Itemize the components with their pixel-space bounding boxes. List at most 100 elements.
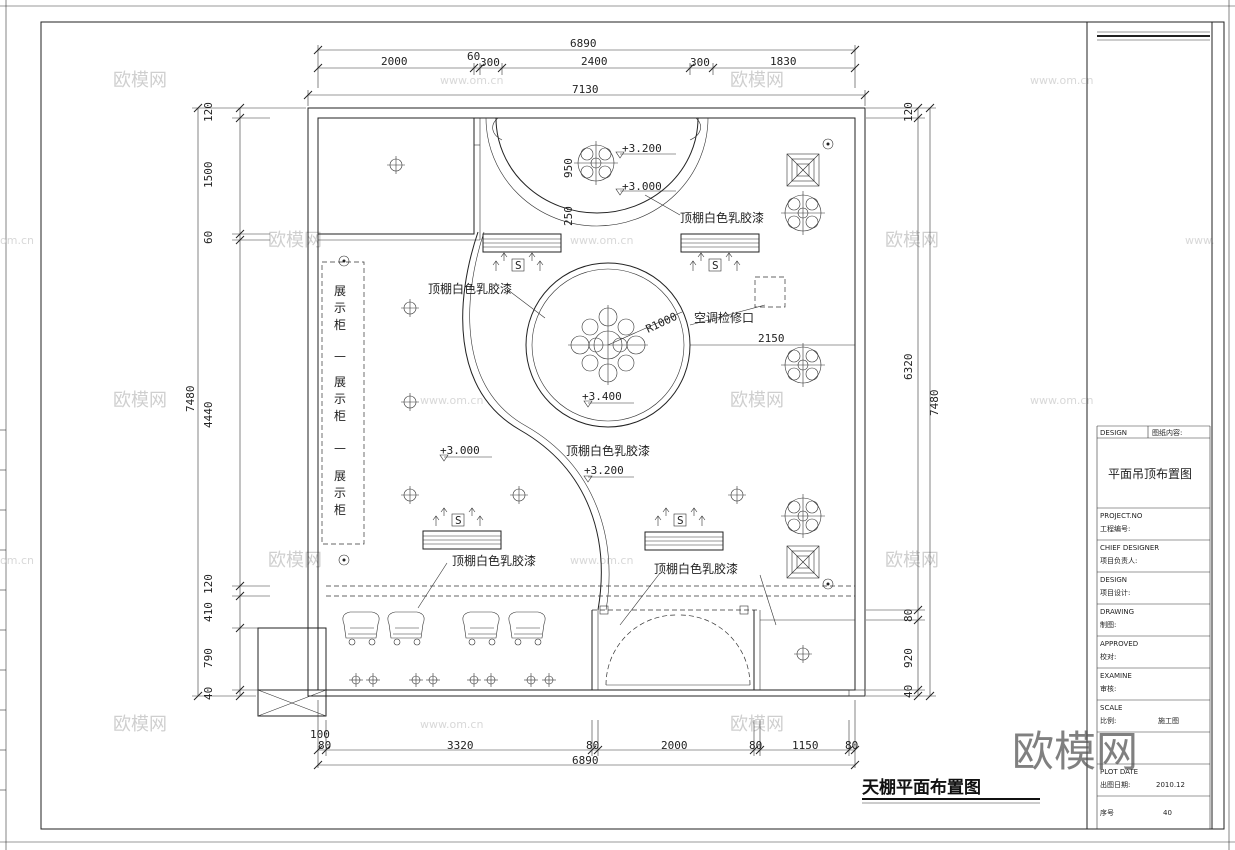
svg-text:www.: www.: [1185, 234, 1214, 247]
svg-text:www.om.cn: www.om.cn: [570, 554, 633, 567]
svg-text:制图:: 制图:: [1100, 620, 1116, 629]
display-cabinet-labels: 展 示 柜 — 展 示 柜 — 展 示 柜: [334, 284, 346, 517]
svg-text:DESIGN: DESIGN: [1100, 576, 1127, 584]
cabinet-char-2: 示: [334, 301, 346, 315]
dim-right-total: 7480: [928, 390, 941, 417]
svg-text:欧模网: 欧模网: [113, 70, 167, 91]
ceiling-paint-label-3: 顶棚白色乳胶漆: [566, 443, 650, 458]
svg-text:欧模网: 欧模网: [885, 550, 939, 571]
watermark-logo: 欧模网: [1012, 727, 1138, 776]
svg-text:www.om.cn: www.om.cn: [420, 718, 483, 731]
elev-3400: +3.400: [582, 390, 622, 403]
ceiling-paint-label-2: 顶棚白色乳胶漆: [428, 281, 512, 296]
svg-text:www.om.cn: www.om.cn: [440, 74, 503, 87]
cabinet-char-9: 柜: [334, 503, 346, 517]
svg-text:工程编号:: 工程编号:: [1100, 524, 1130, 533]
drawing-title: 天棚平面布置图: [862, 777, 981, 798]
dim-950: 950: [562, 158, 575, 178]
dim-right-seg-4: 40: [902, 685, 915, 698]
svg-text:SCALE: SCALE: [1100, 704, 1122, 712]
svg-text:CHIEF DESIGNER: CHIEF DESIGNER: [1100, 544, 1159, 552]
dim-top-seg-2: 300: [480, 56, 500, 69]
svg-text:www.om.cn: www.om.cn: [1030, 74, 1093, 87]
svg-text:比例:: 比例:: [1100, 716, 1116, 725]
svg-text:欧模网: 欧模网: [730, 714, 784, 735]
radius-label: R1000: [644, 310, 680, 336]
cabinet-char-4: 展: [334, 375, 346, 389]
dim-top-outer: 7130: [572, 83, 599, 96]
dim-top-seg-0: 2000: [381, 55, 408, 68]
svg-text:EXAMINE: EXAMINE: [1100, 672, 1132, 680]
cabinet-dash-2: —: [334, 441, 346, 455]
dim-2150: 2150: [758, 332, 785, 345]
svg-text:欧模网: 欧模网: [113, 714, 167, 735]
svg-text:审核:: 审核:: [1100, 684, 1116, 693]
svg-text:欧模网: 欧模网: [268, 550, 322, 571]
svg-text:www.om.cn: www.om.cn: [570, 234, 633, 247]
svg-text:校对:: 校对:: [1100, 652, 1116, 661]
dim-bottom-seg-5: 80: [749, 739, 762, 752]
dim-bottom-total: 6890: [572, 754, 599, 767]
svg-text:om.cn: om.cn: [0, 234, 34, 247]
dim-right-seg-1: 6320: [902, 354, 915, 381]
svg-text:欧模网: 欧模网: [268, 230, 322, 251]
svg-text:www.om.cn: www.om.cn: [420, 394, 483, 407]
ceiling-paint-label-4: 顶棚白色乳胶漆: [452, 553, 536, 568]
elev-3000-left: +3.000: [440, 444, 480, 457]
bottom-dimensions: 100 80 3320 80 2000 80 1150 80 6890: [310, 700, 860, 770]
dim-left-seg-4: 120: [202, 574, 215, 594]
cabinet-char-1: 展: [334, 284, 346, 298]
title-block: DESIGN 图纸内容: 平面吊顶布置图 PROJECT.NO 工程编号: CH…: [1086, 21, 1213, 830]
svg-text:序号: 序号: [1100, 808, 1114, 817]
dim-left-seg-6: 790: [202, 648, 215, 668]
annotations: +3.200 +3.000 950 250 顶棚白色乳胶漆 顶棚白色乳胶漆 R1…: [334, 142, 785, 576]
svg-text:PLOT DATE: PLOT DATE: [1100, 768, 1138, 776]
dim-left-seg-3: 4440: [202, 402, 215, 429]
dim-right-seg-3: 920: [902, 648, 915, 668]
dim-top-seg-5: 1830: [770, 55, 797, 68]
dim-right-seg-0: 120: [902, 102, 915, 122]
dim-bottom-seg-6: 1150: [792, 739, 819, 752]
ceiling-paint-label-5: 顶棚白色乳胶漆: [654, 561, 738, 576]
svg-text:施工图: 施工图: [1158, 716, 1179, 725]
elev-3200-mid: +3.200: [584, 464, 624, 477]
sheet-border: [40, 21, 1225, 830]
dim-left-seg-7: 40: [202, 687, 215, 700]
dim-top-seg-1: 60: [467, 50, 480, 63]
elev-3200-top: +3.200: [622, 142, 662, 155]
dim-bottom-seg-4: 2000: [661, 739, 688, 752]
svg-text:图纸内容:: 图纸内容:: [1152, 428, 1182, 437]
dim-top-seg-4: 300: [690, 56, 710, 69]
dim-left-total: 7480: [184, 386, 197, 413]
top-dimensions: 6890 2000 60 300 2400 300 1830 7130: [303, 37, 870, 106]
dim-left-seg-2: 60: [202, 231, 215, 244]
svg-text:DESIGN: DESIGN: [1100, 429, 1127, 437]
svg-text:欧模网: 欧模网: [885, 230, 939, 251]
dim-bottom-seg-2: 3320: [447, 739, 474, 752]
svg-text:项目负责人:: 项目负责人:: [1100, 556, 1137, 565]
cabinet-char-5: 示: [334, 392, 346, 406]
svg-text:项目设计:: 项目设计:: [1100, 588, 1130, 597]
dim-left-seg-1: 1500: [202, 162, 215, 189]
dim-top-total: 6890: [570, 37, 597, 50]
dim-bottom-seg-1: 80: [318, 739, 331, 752]
svg-text:PROJECT.NO: PROJECT.NO: [1100, 512, 1143, 520]
svg-text:欧模网: 欧模网: [113, 390, 167, 411]
svg-text:2010.12: 2010.12: [1156, 781, 1185, 789]
drawing-name: 平面吊顶布置图: [1108, 467, 1192, 481]
svg-text:欧模网: 欧模网: [730, 390, 784, 411]
dim-top-seg-3: 2400: [581, 55, 608, 68]
left-dimensions: 7480 120 1500 60 4440 120 410 790 40: [184, 102, 306, 701]
right-dimensions: 120 6320 80 920 40 7480: [866, 102, 941, 701]
room-walls: [257, 107, 866, 717]
cabinet-dash-1: —: [334, 349, 346, 363]
dim-left-seg-5: 410: [202, 602, 215, 622]
svg-text:APPROVED: APPROVED: [1100, 640, 1138, 648]
ac-access-label: 空调检修口: [694, 310, 754, 325]
ceiling-paint-label-1: 顶棚白色乳胶漆: [680, 210, 764, 225]
svg-text:出图日期:: 出图日期:: [1100, 780, 1130, 789]
cabinet-char-8: 示: [334, 486, 346, 500]
svg-text:om.cn: om.cn: [0, 554, 34, 567]
cabinet-char-6: 柜: [334, 409, 346, 423]
